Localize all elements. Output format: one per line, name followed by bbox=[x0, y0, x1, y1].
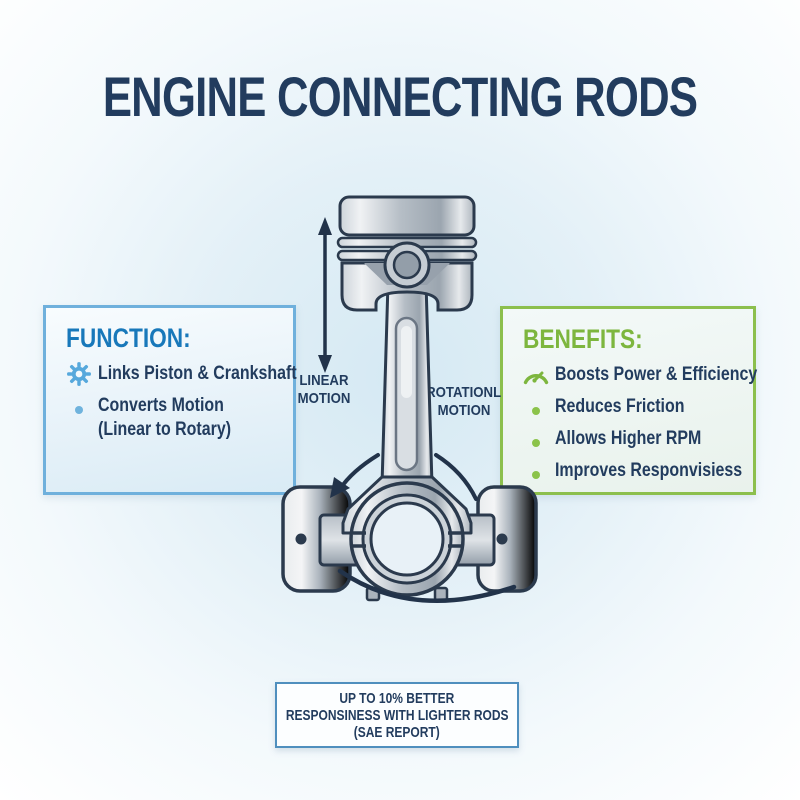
gear-icon bbox=[67, 362, 91, 386]
connecting-rod-illustration bbox=[281, 195, 538, 603]
benefit-item-responsiveness-text: Improves Responvisiess bbox=[555, 460, 743, 481]
cap-bolt-right bbox=[433, 586, 449, 602]
benefit-item-responsiveness: Improves Responvisiess bbox=[517, 459, 753, 483]
benefit-item-friction-text: Reduces Friction bbox=[555, 396, 685, 417]
function-item-links-text: Links Piston & Crankshaft bbox=[98, 363, 297, 384]
benefit-item-power-text: Boosts Power & Efficiency bbox=[555, 364, 758, 385]
rotational-motion-label: ROTATIONL MOTION bbox=[426, 384, 502, 419]
benefits-heading: BENEFITS: bbox=[523, 324, 643, 354]
bullet-icon bbox=[532, 439, 540, 447]
bullet-icon bbox=[75, 406, 83, 414]
linear-motion-label: LINEAR MOTION bbox=[297, 372, 351, 407]
benefit-item-power: Boosts Power & Efficiency bbox=[517, 363, 757, 387]
piston bbox=[336, 195, 478, 312]
benefit-item-rpm: Allows Higher RPM bbox=[517, 427, 753, 451]
page-title-text: ENGINE CONNECTING RODS bbox=[102, 65, 698, 128]
big-end-bearing bbox=[341, 475, 473, 602]
linear-motion-arrow-icon bbox=[318, 217, 332, 373]
note-line-1: UP TO 10% BETTER bbox=[339, 689, 455, 707]
bolt-dot-icon bbox=[496, 533, 508, 545]
function-item-converts-line2: (Linear to Rotary) bbox=[98, 419, 232, 440]
benefit-item-rpm-text: Allows Higher RPM bbox=[555, 428, 702, 449]
piston-crown bbox=[338, 195, 476, 237]
bullet-icon bbox=[532, 407, 540, 415]
rod-beam bbox=[380, 281, 434, 487]
function-item-converts: Converts Motion (Linear to Rotary) bbox=[60, 394, 293, 442]
stat-note-box: UP TO 10% BETTER RESPONSINESS WITH LIGHT… bbox=[275, 682, 519, 748]
bullet-icon bbox=[532, 471, 540, 479]
gauge-icon bbox=[523, 371, 549, 384]
note-line-3: (SAE REPORT) bbox=[353, 723, 440, 741]
function-item-links: Links Piston & Crankshaft bbox=[60, 362, 297, 386]
function-panel: FUNCTION: bbox=[43, 305, 297, 495]
page-title: ENGINE CONNECTING RODS bbox=[0, 64, 800, 129]
note-line-2: RESPONSINESS WITH LIGHTER RODS bbox=[285, 706, 509, 724]
rotary-motion-arrows-icon bbox=[330, 453, 517, 603]
benefit-item-friction: Reduces Friction bbox=[517, 395, 753, 419]
function-heading: FUNCTION: bbox=[66, 323, 191, 353]
bolt-dot-icon bbox=[295, 533, 307, 545]
benefits-panel: BENEFITS: Boosts Power & Efficiency Redu… bbox=[500, 306, 757, 495]
function-item-converts-line1: Converts Motion bbox=[98, 395, 224, 416]
